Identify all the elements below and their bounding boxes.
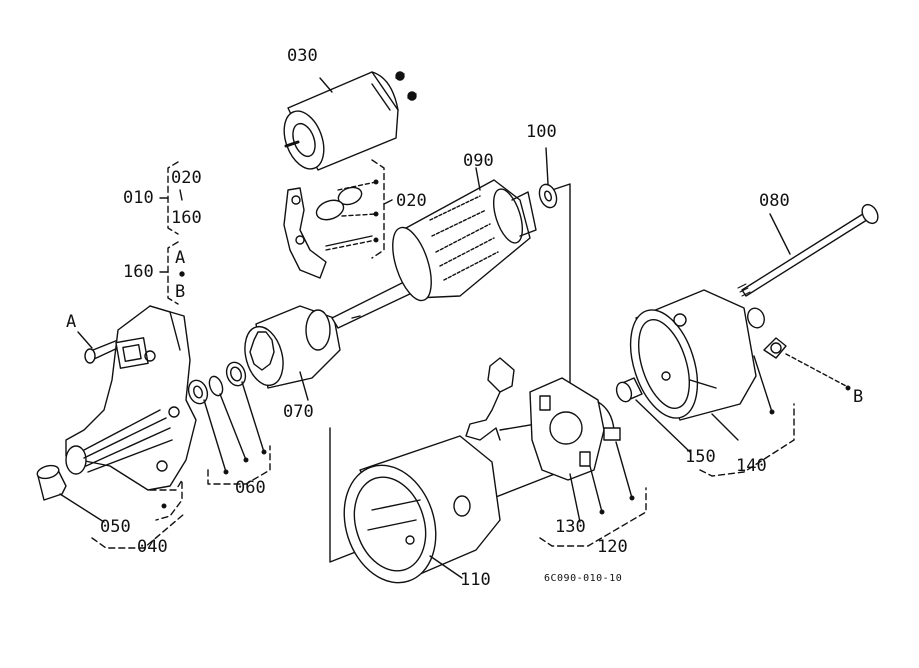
- lever-part: [283, 159, 385, 279]
- part-label-010: 010: [123, 188, 154, 208]
- bushing-part: [36, 464, 67, 501]
- bracket-040: [149, 479, 183, 521]
- armature-part: [331, 179, 537, 329]
- field-coil-lead: [465, 357, 561, 441]
- yoke-part: [343, 435, 501, 584]
- letter-b: B: [853, 387, 864, 407]
- part-label-080: 080: [759, 191, 790, 211]
- part-label-140: 140: [736, 456, 767, 476]
- letter-b-group: B: [175, 282, 186, 302]
- reference-code: 6C090-010-10: [544, 573, 623, 584]
- clutch-pinion-part: [244, 305, 341, 401]
- part-label-160-bracket: 160: [171, 208, 202, 228]
- part-label-120: 120: [597, 537, 628, 557]
- washer-set: [187, 361, 271, 485]
- bolt-b-part: [763, 337, 851, 391]
- part-label-070: 070: [283, 402, 314, 422]
- part-label-050: 050: [100, 517, 131, 537]
- part-label-040: 040: [137, 537, 168, 557]
- part-label-110: 110: [460, 570, 491, 590]
- solenoid-part: [283, 71, 417, 171]
- through-bolt-part: [737, 203, 879, 297]
- part-label-020-right: 020: [396, 191, 427, 211]
- drive-housing-part: [65, 305, 197, 491]
- part-label-130: 130: [555, 517, 586, 537]
- brush-holder-part: [529, 377, 647, 547]
- part-label-150: 150: [685, 447, 716, 467]
- part-label-100: 100: [526, 122, 557, 142]
- part-label-020-top: 020: [171, 168, 202, 188]
- rear-cover-part: [629, 289, 795, 477]
- part-label-160: 160: [123, 262, 154, 282]
- letter-a: A: [66, 312, 77, 332]
- part-label-090: 090: [463, 151, 494, 171]
- letter-a-group: A: [175, 248, 186, 268]
- part-label-030: 030: [287, 46, 318, 66]
- part-label-060: 060: [235, 478, 266, 498]
- washer-100: [538, 147, 558, 209]
- bushing-150: [615, 377, 691, 453]
